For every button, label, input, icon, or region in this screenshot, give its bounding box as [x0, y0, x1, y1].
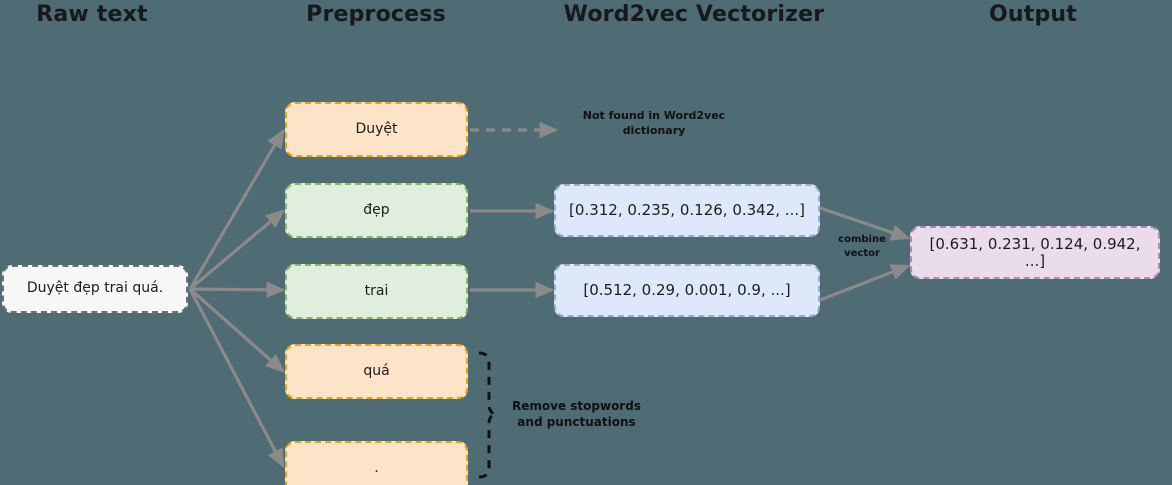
- arrow-raw-to-qua: [188, 287, 285, 373]
- vector-box-trai[interactable]: [0.512, 0.29, 0.001, 0.9, ...]: [554, 264, 820, 317]
- arrow-raw-to-dep: [188, 209, 285, 291]
- annotation-combine-vector: combine vector: [838, 234, 886, 259]
- annotation-remove-stopwords: Remove stopwords and punctuations: [512, 399, 641, 430]
- annotation-not-found: Not found in Word2vec dictionary: [582, 109, 726, 137]
- fanout-arrows: [188, 128, 286, 469]
- stopword-brace: [478, 351, 498, 479]
- vector-box-dep[interactable]: [0.312, 0.235, 0.126, 0.342, ...]: [554, 184, 820, 237]
- arrow-vector2-to-output: [819, 264, 911, 302]
- output-vector-box[interactable]: [0.631, 0.231, 0.124, 0.942, ...]: [910, 226, 1160, 279]
- column-header-output: Output: [988, 2, 1078, 27]
- token-box-trai[interactable]: trai: [285, 264, 468, 319]
- token-box-punctuation[interactable]: .: [285, 441, 468, 485]
- arrow-raw-to-trai: [189, 281, 286, 299]
- token-box-qua[interactable]: quá: [285, 344, 468, 399]
- column-header-raw-text: Raw text: [36, 2, 148, 27]
- column-header-word2vec: Word2vec Vectorizer: [563, 2, 825, 27]
- column-header-preprocess: Preprocess: [306, 2, 446, 27]
- arrow-raw-to-duyet: [188, 128, 285, 290]
- token-box-duyet[interactable]: Duyệt: [285, 102, 468, 157]
- raw-text-box[interactable]: Duyệt đẹp trai quá.: [2, 265, 188, 313]
- arrow-raw-to-period: [188, 288, 285, 469]
- token-box-dep[interactable]: đẹp: [285, 183, 468, 238]
